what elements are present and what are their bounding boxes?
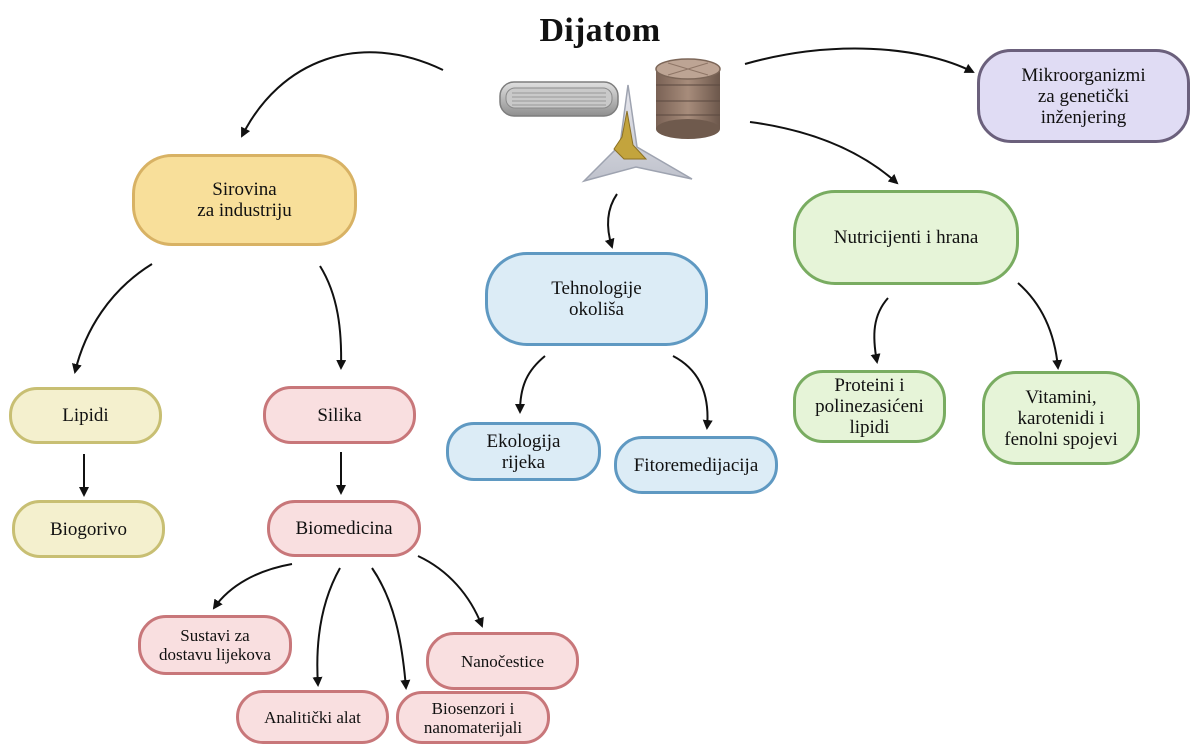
arrow-tehnologije-ekologija [515,355,546,414]
arrow-nutricijenti-proteini [870,297,889,364]
node-biomedicina: Biomedicina [267,500,421,557]
pennate-diatom-icon [499,81,619,117]
arrow-biomedicina-biosenzori [371,567,411,690]
node-silika: Silika [263,386,416,444]
node-nanocestice: Nanočestice [426,632,579,690]
node-sirovina: Sirovina za industriju [132,154,357,246]
triradiate-diatom-icon [581,84,693,183]
node-tehnologije: Tehnologije okoliša [485,252,708,346]
node-biosenzori: Biosenzori i nanomaterijali [396,691,550,744]
arrow-sirovina-silika [319,265,347,370]
node-mikroorganizmi: Mikroorganizmi za genetički inženjering [977,49,1190,143]
arrow-dijatom-mikroorganizmi [744,47,975,73]
diatom-illustration-icon [499,58,721,183]
page-title: Dijatom [539,12,661,49]
node-fitoremedijacija: Fitoremedijacija [614,436,778,494]
arrow-biomedicina-nanocestice [417,555,484,628]
node-proteini: Proteini i polinezasićeni lipidi [793,370,946,443]
arrow-tehnologije-fitoremedijacija [672,355,713,430]
arrow-biomedicina-sustavi [212,563,293,610]
node-ekologija: Ekologija rijeka [446,422,601,481]
arrow-sirovina-lipidi [71,263,153,374]
node-nutricijenti: Nutricijenti i hrana [793,190,1019,285]
node-analiticki: Analitički alat [236,690,389,744]
arrow-dijatom-sirovina [241,51,444,138]
arrow-biomedicina-analiticki [312,567,341,687]
arrow-dijatom-tehnologije [604,193,618,249]
node-vitamini: Vitamini, karotenidi i fenolni spojevi [982,371,1140,465]
node-lipidi: Lipidi [9,387,162,444]
arrow-dijatom-nutricijenti [749,121,899,185]
centric-diatom-icon [655,58,721,139]
node-biogorivo: Biogorivo [12,500,165,558]
arrow-nutricijenti-vitamini [1017,282,1063,370]
node-sustavi: Sustavi za dostavu lijekova [138,615,292,675]
